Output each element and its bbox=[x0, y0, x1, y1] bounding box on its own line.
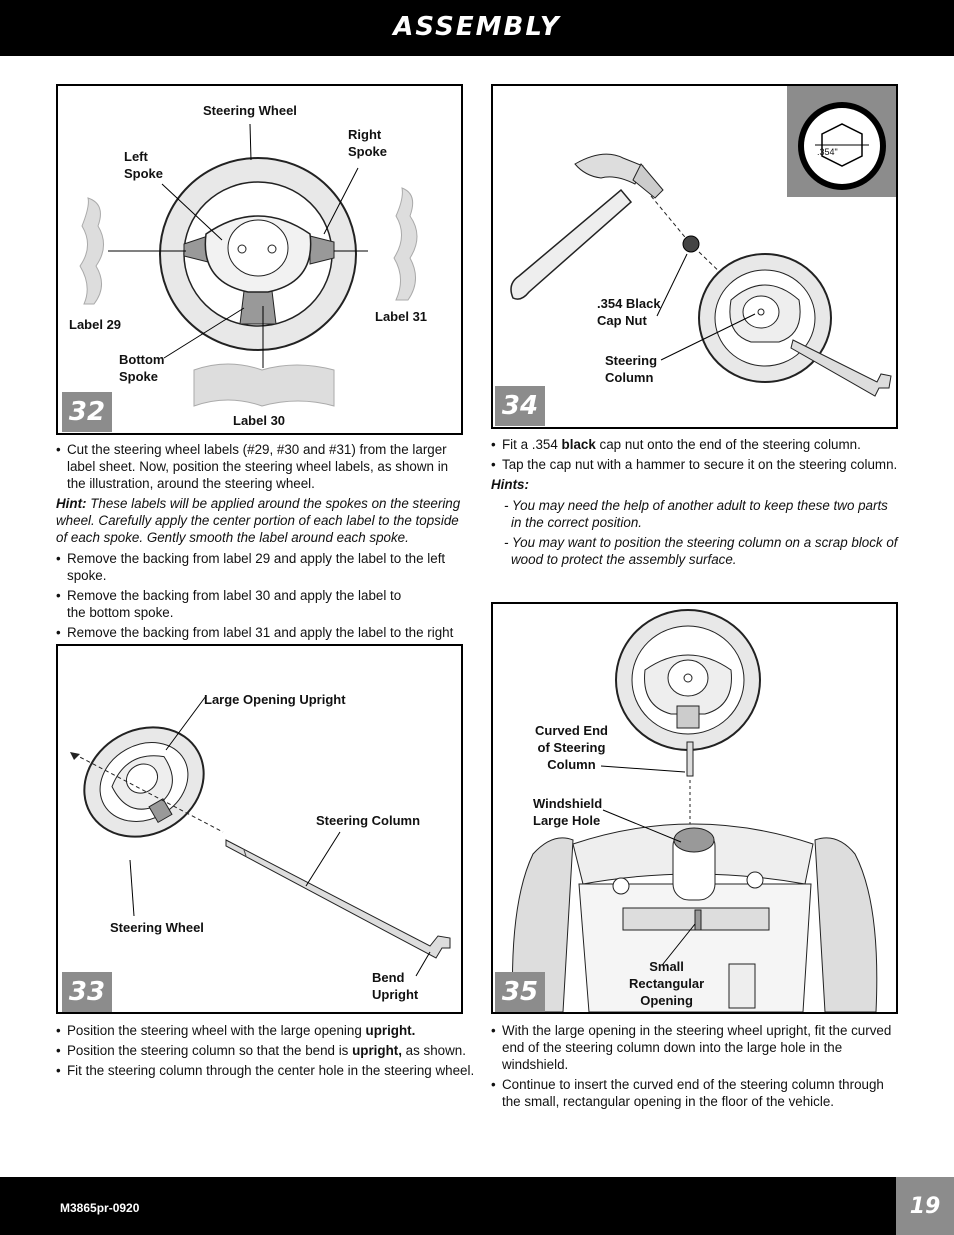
step-34-instructions: Fit a .354 black cap nut onto the end of… bbox=[491, 436, 901, 571]
step-number-badge: 33 bbox=[62, 972, 112, 1012]
steering-column-insertion-drawing bbox=[70, 695, 451, 977]
step-32-illustration: Steering Wheel Right Spoke Left Spoke La… bbox=[56, 84, 463, 435]
label-right-spoke: Right Spoke bbox=[348, 127, 388, 159]
label-steering-wheel: Steering Wheel bbox=[110, 920, 204, 935]
label-cap-nut: .354 Black Cap Nut bbox=[597, 296, 661, 328]
label-31: Label 31 bbox=[375, 309, 428, 324]
page-number: 19 bbox=[896, 1177, 954, 1235]
label-30: Label 30 bbox=[233, 413, 286, 428]
instruction-item: Fit a .354 black cap nut onto the end of… bbox=[491, 436, 901, 453]
label-left-spoke: Left Spoke bbox=[124, 149, 164, 181]
label-bend-upright: Bend Upright bbox=[372, 970, 419, 1002]
label-steering-column: Steering Column bbox=[605, 353, 658, 385]
instruction-item: With the large opening in the steering w… bbox=[491, 1022, 903, 1073]
step-33-illustration: Large Opening Upright Steering Column St… bbox=[56, 644, 463, 1014]
instruction-item: Cut the steering wheel labels (#29, #30 … bbox=[56, 441, 466, 492]
page-header: ASSEMBLY bbox=[0, 0, 954, 56]
instruction-item: Position the steering wheel with the lar… bbox=[56, 1022, 476, 1039]
cap-nut-hammer-drawing bbox=[510, 86, 896, 397]
step-33-instructions: Position the steering wheel with the lar… bbox=[56, 1022, 476, 1082]
hint-item: - You may want to position the steering … bbox=[504, 535, 898, 567]
label-small-rectangular-opening: Small Rectangular Opening bbox=[629, 959, 705, 1008]
label-windshield-large-hole: Windshield Large Hole bbox=[533, 796, 603, 828]
label-curved-end: Curved End of Steering Column bbox=[535, 723, 608, 772]
document-code: M3865pr-0920 bbox=[60, 1201, 140, 1215]
hint-paragraph: Hint: These labels will be applied aroun… bbox=[56, 495, 466, 546]
label-large-opening-upright: Large Opening Upright bbox=[204, 692, 346, 707]
page-title: ASSEMBLY bbox=[393, 12, 561, 42]
instruction-item: Remove the backing from label 29 and app… bbox=[56, 550, 466, 584]
hint-item: - You may need the help of another adult… bbox=[504, 498, 888, 530]
step-number-badge: 35 bbox=[495, 972, 545, 1012]
step-32-instructions: Cut the steering wheel labels (#29, #30 … bbox=[56, 441, 466, 661]
instruction-item: Continue to insert the curved end of the… bbox=[491, 1076, 903, 1110]
label-bottom-spoke: Bottom Spoke bbox=[119, 352, 165, 384]
label-29: Label 29 bbox=[69, 317, 122, 332]
hint-label: Hint: bbox=[56, 496, 87, 511]
step-34-illustration: .354" .354 Black Cap Nut Steering Column… bbox=[491, 84, 898, 429]
hints-label: Hints: bbox=[491, 477, 529, 492]
page-footer: M3865pr-0920 19 bbox=[0, 1177, 954, 1235]
step-number-badge: 34 bbox=[495, 386, 545, 426]
instruction-item: Fit the steering column through the cent… bbox=[56, 1062, 476, 1079]
step-35-illustration: Curved End of Steering Column Windshield… bbox=[491, 602, 898, 1014]
instruction-item: Position the steering column so that the… bbox=[56, 1042, 476, 1059]
step-35-instructions: With the large opening in the steering w… bbox=[491, 1022, 903, 1113]
label-steering-wheel: Steering Wheel bbox=[203, 103, 297, 118]
instruction-item: Tap the cap nut with a hammer to secure … bbox=[491, 456, 901, 473]
hint-text: These labels will be applied around the … bbox=[56, 496, 461, 545]
label-steering-column: Steering Column bbox=[316, 813, 421, 828]
instruction-item: Remove the backing from label 30 and app… bbox=[56, 587, 466, 621]
step-number-badge: 32 bbox=[62, 392, 112, 432]
gauge-size-label: .354" bbox=[817, 147, 838, 157]
steering-wheel-labels-drawing bbox=[79, 123, 418, 407]
vehicle-insertion-drawing bbox=[511, 609, 878, 1012]
